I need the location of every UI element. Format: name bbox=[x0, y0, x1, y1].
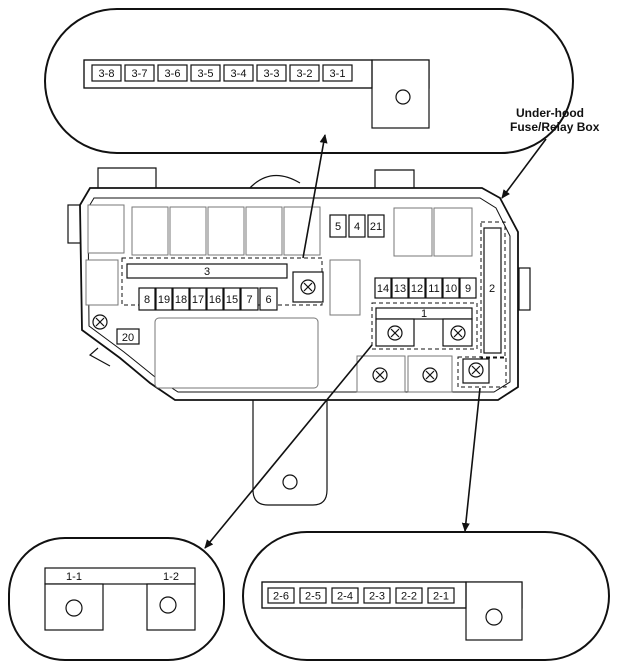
bolt-hole-icon bbox=[159, 596, 177, 614]
fuse-3-4 bbox=[223, 64, 254, 82]
fuse-label: 2-1 bbox=[433, 591, 449, 603]
fuse-label: 9 bbox=[465, 283, 471, 295]
leader-arrow-bottom-left bbox=[204, 344, 373, 549]
fuse-label: 21 bbox=[370, 221, 382, 233]
caption-line1: Under-hood bbox=[516, 106, 584, 120]
relay-label-1-1: 1-1 bbox=[66, 571, 82, 583]
fuse-11 bbox=[425, 277, 443, 299]
fuse-block-2 bbox=[483, 227, 502, 354]
fuse-2-3 bbox=[363, 587, 391, 604]
fuse-label: 14 bbox=[377, 283, 389, 295]
fuse-3-6 bbox=[157, 64, 188, 82]
fuse-3-2 bbox=[289, 64, 320, 82]
fuse-18 bbox=[172, 287, 190, 311]
fuse-20 bbox=[116, 328, 140, 345]
fuse-4 bbox=[348, 214, 366, 238]
bottom-right-fuse-row: 2-6 2-5 2-4 2-3 2-2 2-1 bbox=[267, 587, 455, 604]
mount-hole-icon bbox=[282, 474, 298, 490]
fuse-label: 5 bbox=[335, 221, 341, 233]
fuse-6 bbox=[259, 287, 278, 311]
fuse-block-2-label: 2 bbox=[489, 283, 495, 295]
fuse-label: 18 bbox=[175, 294, 187, 306]
fuse-17 bbox=[189, 287, 207, 311]
fuse-label: 15 bbox=[226, 294, 238, 306]
fuse-label: 19 bbox=[158, 294, 170, 306]
fuse-19 bbox=[155, 287, 173, 311]
fuse-block-3 bbox=[126, 263, 288, 279]
relay-label-1-2: 1-2 bbox=[163, 571, 179, 583]
fuse-2-4 bbox=[331, 587, 359, 604]
fuse-7 bbox=[240, 287, 259, 311]
fuse-2-2 bbox=[395, 587, 423, 604]
fuse-3-8 bbox=[91, 64, 122, 82]
fuse-12 bbox=[408, 277, 426, 299]
fuse-label: 3-8 bbox=[99, 68, 115, 80]
fuse-10 bbox=[442, 277, 460, 299]
fuse-box-body: 5 4 21 3 8 19 18 17 16 15 7 6 14 13 12 11 10 9 1 2 bbox=[67, 167, 531, 506]
fuse-3-5 bbox=[190, 64, 221, 82]
caption-line2: Fuse/Relay Box bbox=[510, 120, 600, 134]
bolt-hole-icon bbox=[395, 89, 411, 105]
fuse-label: 12 bbox=[411, 283, 423, 295]
fuse-2-1 bbox=[427, 587, 455, 604]
fuse-label: 11 bbox=[428, 283, 439, 295]
fuse-label: 3-4 bbox=[231, 68, 247, 80]
fuse-label: 3-3 bbox=[264, 68, 280, 80]
fuse-label: 13 bbox=[394, 283, 406, 295]
fuse-label: 4 bbox=[354, 221, 360, 233]
fuse-label: 3-5 bbox=[198, 68, 214, 80]
fuse-label: 2-5 bbox=[305, 591, 321, 603]
bolt-hole-icon bbox=[65, 599, 83, 617]
fuse-label: 16 bbox=[209, 294, 221, 306]
fuse-8 bbox=[138, 287, 156, 311]
fuse-label: 10 bbox=[445, 283, 457, 295]
fuse-3-3 bbox=[256, 64, 287, 82]
bolt-hole-icon bbox=[485, 608, 503, 626]
fuse-13 bbox=[391, 277, 409, 299]
fuse-label: 3-1 bbox=[330, 68, 346, 80]
fuse-label: 3-7 bbox=[132, 68, 148, 80]
fuse-block-3-label: 3 bbox=[204, 266, 210, 278]
fuse-3-7 bbox=[124, 64, 155, 82]
relay-block-1-label: 1 bbox=[421, 308, 427, 320]
fuse-15 bbox=[223, 287, 241, 311]
fuse-label: 2-4 bbox=[337, 591, 353, 603]
fuse-9 bbox=[459, 277, 477, 299]
leader-arrow-bottom-right bbox=[461, 387, 481, 532]
fuse-label: 2-3 bbox=[369, 591, 385, 603]
fuse-label: 2-2 bbox=[401, 591, 417, 603]
fuse-3-1 bbox=[322, 64, 353, 82]
fuse-label: 8 bbox=[144, 294, 150, 306]
fuse-label: 7 bbox=[246, 294, 252, 306]
fuse-2-6 bbox=[267, 587, 295, 604]
fuse-14 bbox=[374, 277, 392, 299]
fuse-20-label: 20 bbox=[122, 332, 134, 344]
fuse-label: 3-6 bbox=[165, 68, 181, 80]
relay-block-1 bbox=[375, 307, 473, 320]
fuse-2-5 bbox=[299, 587, 327, 604]
fuse-16 bbox=[206, 287, 224, 311]
fuse-label: 17 bbox=[192, 294, 204, 306]
fuse-label: 6 bbox=[265, 294, 271, 306]
fuse-5 bbox=[329, 214, 347, 238]
bottom-left-detail-callout: 1-1 1-2 bbox=[8, 537, 225, 661]
fuse-label: 3-2 bbox=[297, 68, 313, 80]
top-detail-callout: 3-8 3-7 3-6 3-5 3-4 3-3 3-2 3-1 bbox=[44, 8, 574, 154]
fuse-21 bbox=[367, 214, 385, 238]
bottom-right-detail-callout: 2-6 2-5 2-4 2-3 2-2 2-1 bbox=[242, 531, 610, 661]
leader-arrow-top bbox=[302, 134, 328, 259]
fuse-label: 2-6 bbox=[273, 591, 289, 603]
top-fuse-row: 3-8 3-7 3-6 3-5 3-4 3-3 3-2 3-1 bbox=[91, 64, 353, 82]
caption-arrow bbox=[501, 138, 547, 199]
